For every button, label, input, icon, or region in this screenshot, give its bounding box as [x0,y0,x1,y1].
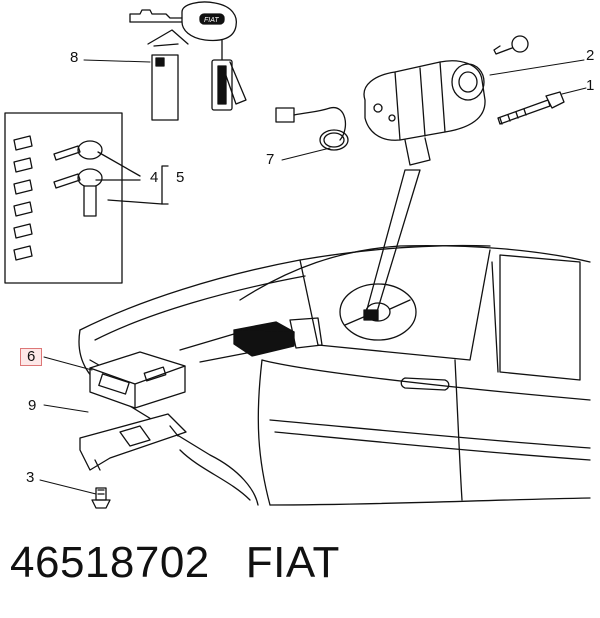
lock-cylinders-icon [13,135,33,261]
callout-8: 8 [70,49,79,66]
callout-5: 5 [176,169,185,186]
wiring-connector-icon [275,107,349,151]
callout-2: 2 [586,47,595,64]
brand-name: FIAT [245,538,340,587]
callout-6-highlighted: 6 [20,348,43,366]
screw-icon [91,487,111,509]
car-body-outline [78,244,591,506]
callout-9: 9 [28,397,37,414]
callout-3: 3 [26,469,35,486]
mounting-bracket-icon [79,413,187,471]
inset-keys-icon [53,140,103,217]
lock-set-inset [4,112,169,284]
callout-4: 4 [150,169,159,186]
ecu-dashboard-location [179,321,295,363]
callout-1: 1 [586,77,595,94]
control-module-icon [89,351,186,409]
leader-lines [39,59,587,495]
master-key-icon: FIAT [129,1,238,47]
callout-7: 7 [266,151,275,168]
code-card-icon [151,54,179,121]
svg-text:FIAT: FIAT [204,17,219,24]
part-number: 46518702 [10,538,210,587]
shear-bolt-icon [497,91,565,125]
ignition-lock-icon [363,60,486,166]
blank-key-icon [493,35,529,55]
part-caption: 46518702 FIAT [10,538,340,588]
ignition-pointer [363,169,421,321]
key-fob-icon [211,39,247,111]
